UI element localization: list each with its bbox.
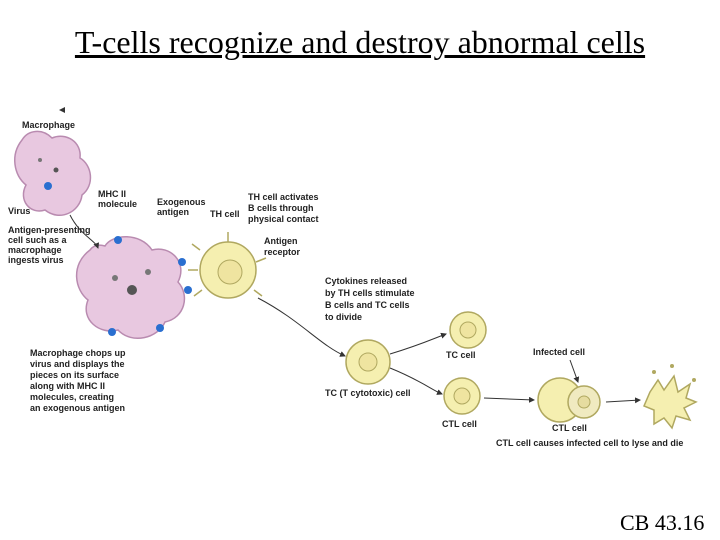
label-receptor-1: Antigen <box>264 236 298 246</box>
label-chops-5: molecules, creating <box>30 392 114 402</box>
label-th-act-2: B cells through <box>248 203 314 213</box>
label-exo-2: antigen <box>157 207 189 217</box>
label-chops-4: along with MHC II <box>30 381 105 391</box>
label-exo-1: Exogenous <box>157 197 206 207</box>
label-ctl-cell-2: CTL cell <box>552 423 587 433</box>
label-infected-cell: Infected cell <box>533 347 585 357</box>
labels: Macrophage Virus Antigen-presenting cell… <box>8 120 683 448</box>
label-macrophage: Macrophage <box>22 120 75 130</box>
label-mhc-2: molecule <box>98 199 137 209</box>
label-ctl-cell: CTL cell <box>442 419 477 429</box>
label-chops-3: pieces on its surface <box>30 370 119 380</box>
label-th-act-1: TH cell activates <box>248 192 319 202</box>
label-virus: Virus <box>8 206 30 216</box>
process-arrows <box>59 107 641 404</box>
label-cytokines-1: Cytokines released <box>325 276 407 286</box>
label-chops-1: Macrophage chops up <box>30 348 126 358</box>
ctl-attacking-infected-cell <box>537 377 601 423</box>
macrophage-large <box>75 236 192 339</box>
virus-icon <box>44 182 52 190</box>
label-tc-cell: TC cell <box>446 350 476 360</box>
label-th-act-3: physical contact <box>248 214 319 224</box>
lysed-cell <box>643 364 698 430</box>
label-cytokines-3: B cells and TC cells <box>325 300 410 310</box>
ctl-cell-bottom <box>443 377 481 415</box>
tc-cell-left <box>345 339 391 385</box>
page-title: T-cells recognize and destroy abnormal c… <box>74 24 646 60</box>
label-apc-1: Antigen-presenting <box>8 225 91 235</box>
label-cytokines-2: by TH cells stimulate <box>325 288 415 298</box>
label-th-cell: TH cell <box>210 209 240 219</box>
label-mhc-1: MHC II <box>98 189 126 199</box>
label-cytokines-4: to divide <box>325 312 362 322</box>
slide-reference: CB 43.16 <box>620 510 705 535</box>
label-apc-4: ingests virus <box>8 255 64 265</box>
tc-cell-top <box>449 311 487 349</box>
macrophage-small <box>14 130 92 216</box>
label-ctl-lyse: CTL cell causes infected cell to lyse an… <box>496 438 683 448</box>
label-apc-3: macrophage <box>8 245 62 255</box>
th-cell <box>188 232 267 299</box>
label-apc-2: cell such as a <box>8 235 68 245</box>
label-tc-cytotoxic: TC (T cytotoxic) cell <box>325 388 411 398</box>
label-receptor-2: receptor <box>264 247 301 257</box>
label-chops-2: virus and displays the <box>30 359 125 369</box>
label-chops-6: an exogenous antigen <box>30 403 125 413</box>
